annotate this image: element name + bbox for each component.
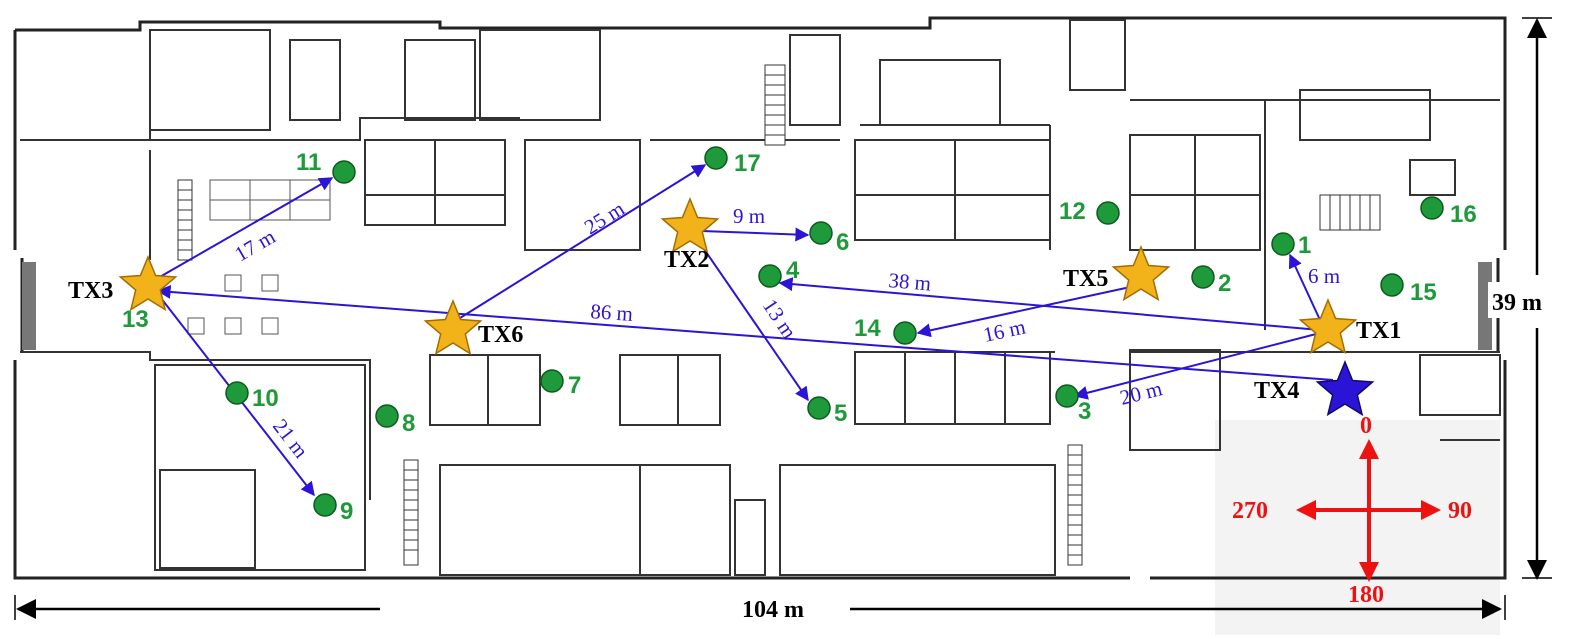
- furniture: [187, 179, 331, 335]
- point-6-label: 6: [836, 229, 849, 256]
- width-dimension-label: 104 m: [742, 597, 804, 623]
- point-14-label: 14: [854, 315, 881, 342]
- transmitters: [118, 197, 1375, 417]
- distance-tx2-6-label: 9 m: [733, 204, 765, 228]
- point-17-marker: [704, 146, 728, 170]
- point-7-label: 7: [568, 372, 581, 399]
- point-5-marker: [807, 396, 831, 420]
- point-13-label: 13: [122, 306, 149, 333]
- point-5-label: 5: [834, 400, 847, 427]
- dimension-lines: [16, 18, 1547, 619]
- distance-tx3-11-label: 17 m: [231, 224, 280, 266]
- interior-walls: [20, 19, 1501, 576]
- distance-tx1-4-label: 38 m: [888, 268, 933, 296]
- tx1-star-icon: [1298, 298, 1358, 355]
- point-2-label: 2: [1218, 270, 1231, 297]
- point-14-marker: [893, 321, 917, 345]
- arrow-tx5-14: [916, 285, 1136, 338]
- tx2-label: TX2: [664, 247, 709, 273]
- arrow-tx2-6: [701, 227, 810, 242]
- point-10-marker: [225, 381, 249, 405]
- tx6-star-icon: [423, 299, 483, 356]
- point-17-label: 17: [734, 150, 761, 177]
- compass-panel: [1215, 420, 1500, 635]
- point-1-marker: [1271, 232, 1295, 256]
- stairs: [177, 64, 1381, 566]
- tx4-star-icon: [1315, 360, 1375, 417]
- point-1-label: 1: [1298, 232, 1311, 259]
- point-12-label: 12: [1059, 198, 1086, 225]
- compass-north-label: 0: [1360, 413, 1372, 439]
- point-3-label: 3: [1078, 398, 1091, 425]
- point-3-marker: [1055, 384, 1079, 408]
- point-4-marker: [758, 264, 782, 288]
- west-entry-block: [22, 262, 36, 350]
- distance-labels: 17 m 25 m 9 m 13 m 21 m 86 m 38 m 16 m 2…: [231, 196, 1341, 462]
- point-8-marker: [375, 404, 399, 428]
- tx6-label: TX6: [478, 322, 523, 348]
- point-7-marker: [540, 369, 564, 393]
- arrow-tx2-5: [694, 235, 809, 402]
- point-9-marker: [313, 493, 337, 517]
- transmitter-labels: TX1 TX2 TX3 TX4 TX5 TX6: [68, 247, 1401, 404]
- tx5-label: TX5: [1063, 266, 1108, 292]
- compass-east-label: 90: [1448, 498, 1472, 524]
- tx3-star-icon: [118, 255, 178, 312]
- tx5-star-icon: [1111, 245, 1171, 302]
- point-12-marker: [1096, 201, 1120, 225]
- tx2-star-icon: [660, 197, 720, 254]
- point-11-marker: [332, 160, 356, 184]
- distance-tx6-17-label: 25 m: [580, 196, 629, 239]
- point-16-label: 16: [1450, 201, 1477, 228]
- point-6-marker: [809, 221, 833, 245]
- distance-tx3-9-label: 21 m: [268, 414, 313, 462]
- arrow-tx4-tx3: [156, 284, 1334, 381]
- tx1-label: TX1: [1356, 318, 1401, 344]
- tx4-label: TX4: [1254, 378, 1299, 404]
- arrow-tx1-1: [1288, 253, 1321, 321]
- distance-tx1-3-label: 20 m: [1117, 376, 1164, 410]
- arrow-tx1-3: [1073, 332, 1321, 400]
- distance-tx1-1-label: 6 m: [1308, 264, 1340, 288]
- point-15-label: 15: [1410, 279, 1437, 306]
- measurement-points: [137, 146, 1444, 517]
- compass: [1296, 439, 1441, 582]
- point-15-marker: [1380, 273, 1404, 297]
- point-16-marker: [1420, 196, 1444, 220]
- point-4-label: 4: [786, 257, 800, 284]
- distance-tx4-tx3-label: 86 m: [590, 299, 634, 326]
- point-labels: 1 2 3 4 5 6 7 8 9 10 11 12 13 14 15 16 1…: [122, 149, 1477, 525]
- arrow-tx1-4: [778, 277, 1321, 331]
- compass-south-label: 180: [1348, 582, 1384, 608]
- point-2-marker: [1191, 265, 1215, 289]
- tx3-label: TX3: [68, 278, 113, 304]
- distance-tx5-14-label: 16 m: [981, 315, 1028, 347]
- point-9-label: 9: [340, 498, 353, 525]
- point-11-label: 11: [296, 149, 321, 176]
- outer-walls: [13, 16, 1507, 580]
- arrow-tx3-11: [157, 177, 334, 279]
- point-8-label: 8: [402, 410, 415, 437]
- arrow-tx6-17: [459, 164, 707, 319]
- height-dimension-label: 39 m: [1492, 290, 1542, 316]
- compass-west-label: 270: [1232, 498, 1268, 524]
- point-10-label: 10: [252, 385, 279, 412]
